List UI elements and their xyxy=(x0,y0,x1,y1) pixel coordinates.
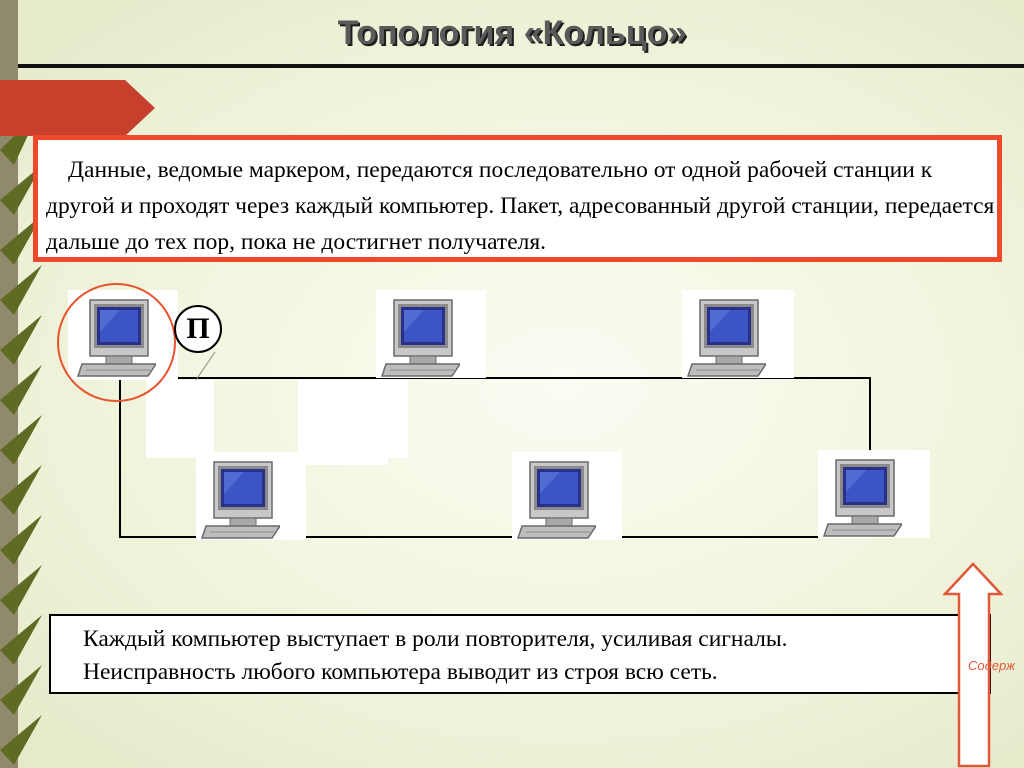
up-arrow-button[interactable] xyxy=(943,562,1003,768)
computer-monitor-icon xyxy=(823,459,902,537)
fern-decoration-icon xyxy=(0,110,42,765)
summary-box: Каждый компьютер выступает в роли повтор… xyxy=(49,614,991,694)
page-title: Топология «Кольцо» xyxy=(337,14,687,52)
computer-monitor-icon xyxy=(687,299,766,377)
summary-text: Каждый компьютер выступает в роли повтор… xyxy=(83,623,963,689)
summary-line-1: Каждый компьютер выступает в роли повтор… xyxy=(83,626,788,652)
red-tab-decoration xyxy=(0,80,155,136)
description-text: Данные, ведомые маркером, передаются пос… xyxy=(46,157,995,255)
description-box: Данные, ведомые маркером, передаются пос… xyxy=(33,135,1002,262)
marker-pointer-line xyxy=(195,351,216,381)
highlight-circle xyxy=(57,283,176,402)
title-divider xyxy=(18,64,1024,68)
computer-monitor-icon xyxy=(201,461,280,539)
computer-monitor-icon xyxy=(517,461,596,539)
cable-gap-3 xyxy=(388,380,408,458)
computer-monitor-icon xyxy=(381,299,460,377)
contents-link[interactable]: Содерж xyxy=(968,658,1016,673)
cable-gap-1 xyxy=(146,380,214,458)
cable-gap-2 xyxy=(298,380,388,465)
summary-line-2: Неисправность любого компьютера выводит … xyxy=(83,659,718,685)
marker-badge: П xyxy=(174,305,222,353)
